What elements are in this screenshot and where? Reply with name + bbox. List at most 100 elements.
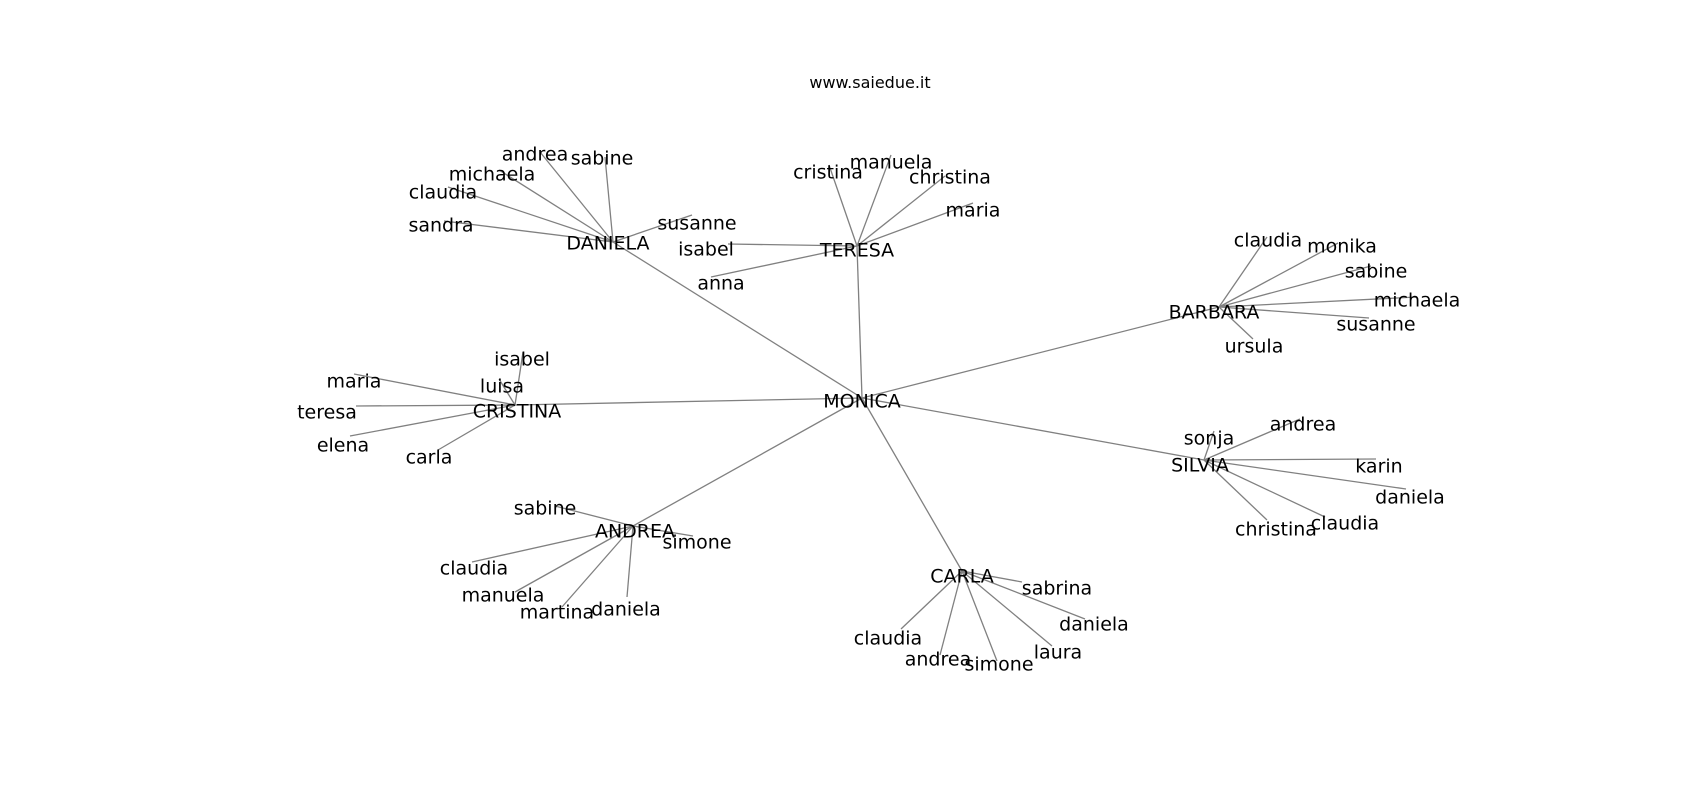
edge-monica-silvia [861,397,1205,461]
node-cristina-elena: elena [317,435,369,457]
edge-daniela-sabine [604,156,614,243]
node-silvia: SILVIA [1171,455,1229,477]
node-daniela: DANIELA [566,233,649,255]
edge-andrea-claudia [471,525,634,563]
node-barbara-claudia: claudia [1234,230,1302,252]
edge-teresa-christina [856,175,946,247]
edge-daniela-michaela [498,169,614,243]
edge-monica-carla [861,397,963,572]
node-teresa-maria: maria [946,200,1001,222]
edge-barbara-monika [1218,242,1339,308]
node-monica: MONICA [823,391,900,413]
edge-silvia-andrea [1203,418,1301,461]
edge-silvia-daniela [1203,459,1407,490]
node-daniela-sandra: sandra [408,215,473,237]
node-teresa-anna: anna [697,273,744,295]
edge-carla-laura [961,570,1053,647]
node-cristina: CRISTINA [473,401,562,423]
node-barbara-sabine: sabine [1345,261,1408,283]
node-carla-laura: laura [1034,642,1082,664]
edge-monica-teresa [856,245,863,399]
edge-cristina-carla [437,404,516,451]
edge-barbara-claudia [1218,236,1268,308]
node-teresa: TERESA [819,240,894,262]
node-barbara-ursula: ursula [1225,336,1284,358]
node-andrea-martina: martina [520,602,594,624]
edge-barbara-susanne [1218,306,1370,319]
edge-carla-claudia [900,570,963,630]
edge-cristina-luisa [498,378,516,406]
edge-teresa-maria [856,202,974,247]
node-teresa-christina: christina [909,167,991,189]
edge-carla-simone [961,570,998,662]
node-cristina-luisa: luisa [480,376,524,398]
edge-barbara-michaela [1218,296,1417,308]
edge-teresa-manuela [856,154,892,247]
edge-cristina-elena [349,404,516,437]
edge-silvia-claudia [1203,459,1326,518]
node-cristina-maria: maria [327,371,382,393]
edge-carla-andrea [939,570,963,656]
node-barbara-susanne: susanne [1336,314,1415,336]
node-barbara-michaela: michaela [1374,290,1461,312]
node-teresa-cristina: cristina [793,162,863,184]
node-daniela-michaela: michaela [449,164,536,186]
edge-andrea-simone [632,525,694,537]
node-andrea-sabine: sabine [514,498,577,520]
edge-daniela-sandra [443,220,614,243]
node-carla-andrea: andrea [905,649,971,671]
node-cristina-isabel: isabel [494,349,550,371]
node-barbara: BARBARA [1169,302,1260,324]
edge-barbara-ursula [1218,306,1254,340]
node-carla-simone: simone [964,654,1033,676]
node-daniela-andrea: andrea [502,144,568,166]
edge-monica-barbara [861,306,1220,399]
node-cristina-teresa: teresa [297,402,357,424]
node-carla-claudia: claudia [854,628,922,650]
node-teresa-manuela: manuela [850,152,933,174]
edge-barbara-sabine [1218,265,1372,308]
node-teresa-isabel: isabel [678,239,734,261]
node-daniela-sabine: sabine [571,148,634,170]
node-cristina-carla: carla [406,447,453,469]
node-andrea-simone: simone [662,532,731,554]
edge-andrea-daniela [626,525,634,598]
node-silvia-daniela: daniela [1375,487,1445,509]
edge-teresa-cristina [828,164,858,247]
node-carla-sabrina: sabrina [1022,578,1092,600]
edges-layer [349,151,1417,662]
edge-teresa-isabel [727,243,858,247]
edge-silvia-sonja [1203,430,1215,461]
edge-daniela-claudia [447,186,614,243]
edge-carla-daniela [961,570,1086,620]
edge-andrea-martina [561,525,634,608]
node-silvia-andrea: andrea [1270,414,1336,436]
node-andrea-manuela: manuela [462,585,545,607]
node-andrea: ANDREA [595,521,675,543]
node-andrea-claudia: claudia [440,558,508,580]
edge-daniela-andrea [539,151,614,243]
edge-andrea-sabine [554,505,634,527]
node-silvia-claudia: claudia [1311,513,1379,535]
node-daniela-claudia: claudia [409,182,477,204]
node-andrea-daniela: daniela [591,599,661,621]
edge-cristina-isabel [514,351,524,406]
edge-andrea-manuela [514,525,634,593]
site-title: www.saiedue.it [809,73,930,92]
edge-silvia-karin [1203,458,1377,461]
edge-teresa-anna [710,245,858,278]
node-barbara-monika: monika [1307,236,1377,258]
edge-cristina-maria [353,373,516,406]
node-silvia-karin: karin [1355,456,1402,478]
edge-cristina-teresa [355,404,516,407]
edge-carla-sabrina [961,570,1023,583]
node-carla-daniela: daniela [1059,614,1129,636]
edge-silvia-christina [1203,459,1268,521]
node-silvia-sonja: sonja [1184,428,1235,450]
node-silvia-christina: christina [1235,519,1317,541]
edge-monica-andrea [632,397,863,527]
node-daniela-susanne: susanne [657,213,736,235]
edge-monica-daniela [612,241,863,399]
